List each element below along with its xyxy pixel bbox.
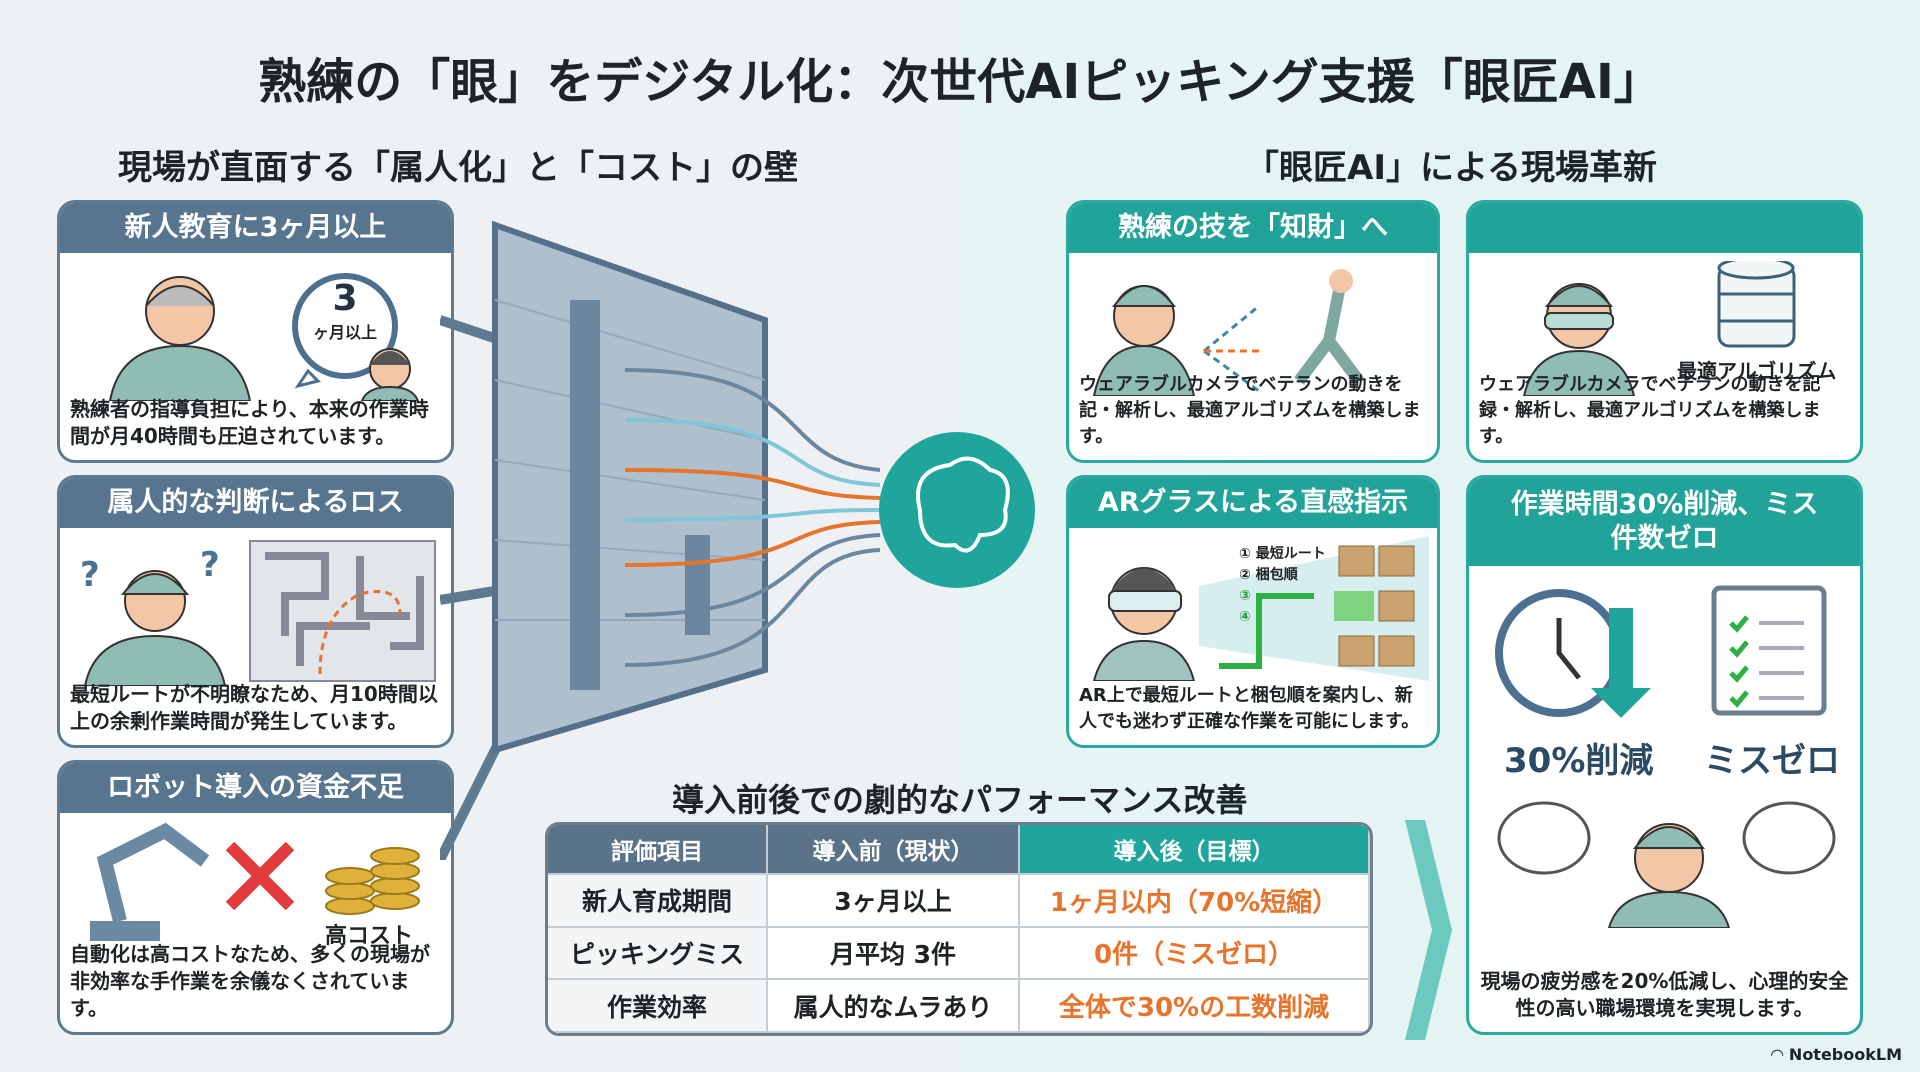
ar-step: ① 最短ルート xyxy=(1239,546,1326,562)
arrow-right-icon xyxy=(1405,820,1452,1040)
card-robot-funding: ロボット導入の資金不足 高コスト 自動化は高コストなため、多くの現場が非効率な手… xyxy=(57,760,454,1035)
table-header: 導入前（現状） xyxy=(768,825,1020,875)
card-results: 作業時間30%削減、ミス件数ゼロ 30%削減 ミスゼロ 現場の疲労感を20%低減… xyxy=(1466,475,1863,1035)
ar-step: ④ xyxy=(1239,609,1251,625)
table-cell: 新人育成期間 xyxy=(548,875,768,928)
card-title: ロボット導入の資金不足 xyxy=(60,763,451,813)
ar-step: ③ xyxy=(1239,588,1251,604)
card-skill-to-ip: 熟練の技を「知財」へ ウェアラブルカメラでベテランの動きを記・解析し、最適アルゴ… xyxy=(1066,200,1440,463)
table-header: 評価項目 xyxy=(548,825,768,875)
time-reduction-label: 30%削減 xyxy=(1504,741,1654,781)
card-title: 熟練の技を「知財」へ xyxy=(1069,203,1437,253)
card-text: 最短ルートが不明瞭なため、月10時間以上の余剰作業時間が発生しています。 xyxy=(70,682,438,733)
card-text: 現場の疲労感を20%低減し、心理的安全性の高い職場環境を実現します。 xyxy=(1480,969,1849,1020)
table-header: 導入後（目標） xyxy=(1020,825,1370,875)
clock-checklist-icon xyxy=(1495,585,1827,718)
card-title: ARグラスによる直感指示 xyxy=(1069,478,1437,528)
wall-to-ai-diagram xyxy=(440,220,1035,860)
wall-icon xyxy=(492,220,768,755)
table-heading: 導入前後での劇的なパフォーマンス改善 xyxy=(672,781,1248,819)
table-cell: 作業効率 xyxy=(548,980,768,1033)
table-cell: 0件（ミスゼロ） xyxy=(1020,927,1370,981)
right-heading: 「眼匠AI」による現場革新 xyxy=(1245,148,1657,188)
table-cell: 属人的なムラあり xyxy=(768,980,1020,1033)
left-heading: 現場が直面する「属人化」と「コスト」の壁 xyxy=(118,148,798,188)
card-text: 熟練者の指導負担により、本来の作業時間が月40時間も圧迫されています。 xyxy=(70,397,429,448)
card-title xyxy=(1469,203,1860,253)
card-text: ウェアラブルカメラでベテランの動きを記・解析し、最適アルゴリズムを構築します。 xyxy=(1079,374,1421,447)
card-text: AR上で最短ルートと梱包順を案内し、新人でも迷わず正確な作業を可能にします。 xyxy=(1079,685,1420,732)
table-cell: 3ヶ月以上 xyxy=(768,875,1020,928)
ai-brain-icon xyxy=(879,432,1035,588)
performance-table: 評価項目 導入前（現状） 導入後（目標） 新人育成期間 3ヶ月以上 1ヶ月以内（… xyxy=(545,822,1373,1036)
card-judgement-loss: 属人的な判断によるロス ?? 最短ルートが不明瞭なため、月10時間以上の余剰作業… xyxy=(57,475,454,748)
table-cell: 1ヶ月以内（70%短縮） xyxy=(1020,875,1370,928)
svg-text:?: ? xyxy=(80,555,100,595)
ar-steps: ① 最短ルート ② 梱包順 ③ ④ xyxy=(1239,544,1326,628)
ar-guidance-icon xyxy=(1092,536,1429,681)
card-text: 自動化は高コストなため、多くの現場が非効率な手作業を余儀なくされています。 xyxy=(70,942,430,1020)
ar-step: ② 梱包順 xyxy=(1239,567,1298,583)
wearable-camera-worker-icon xyxy=(1092,269,1364,396)
card-text: ウェアラブルカメラでベテランの動きを記録・解析し、最適アルゴリズムを構築します。 xyxy=(1479,374,1821,447)
algorithm-label: 最適アルゴリズム xyxy=(1677,359,1837,383)
zero-miss-label: ミスゼロ xyxy=(1704,741,1840,781)
clock-label: ヶ月以上 xyxy=(312,323,377,342)
notebooklm-logo: ◠ NotebookLM xyxy=(1771,1045,1902,1064)
table-cell: ピッキングミス xyxy=(548,927,768,981)
table-cell: 月平均 3件 xyxy=(768,927,1020,981)
card-algorithm: 最適アルゴリズム ウェアラブルカメラでベテランの動きを記録・解析し、最適アルゴリ… xyxy=(1466,200,1863,463)
worried-workers-icon xyxy=(108,273,420,401)
card-title: 作業時間30%削減、ミス件数ゼロ xyxy=(1469,478,1860,566)
card-training: 新人教育に3ヶ月以上 3 ヶ月以上 熟練者の指導負担により、本来の作業時間が月4… xyxy=(57,200,454,463)
card-title: 属人的な判断によるロス xyxy=(60,478,451,528)
card-title: 新人教育に3ヶ月以上 xyxy=(60,203,451,253)
robot-arm-cost-icon xyxy=(90,822,420,941)
happy-worker-icon xyxy=(1497,801,1836,928)
clock-number: 3 xyxy=(332,278,358,319)
cost-label: 高コスト xyxy=(325,924,414,949)
brand-label: NotebookLM xyxy=(1788,1045,1902,1064)
ar-glasses-database-icon xyxy=(1522,261,1796,396)
card-ar-glasses: ARグラスによる直感指示 ① 最短ルート ② 梱包順 ③ ④ AR上で最短ルート… xyxy=(1066,475,1440,748)
table-cell: 全体で30%の工数削減 xyxy=(1020,980,1370,1033)
svg-text:?: ? xyxy=(200,545,220,585)
page-title: 熟練の「眼」をデジタル化：次世代AIピッキング支援「眼匠AI」 xyxy=(258,54,1662,110)
confused-worker-maze-icon: ?? xyxy=(80,540,436,686)
